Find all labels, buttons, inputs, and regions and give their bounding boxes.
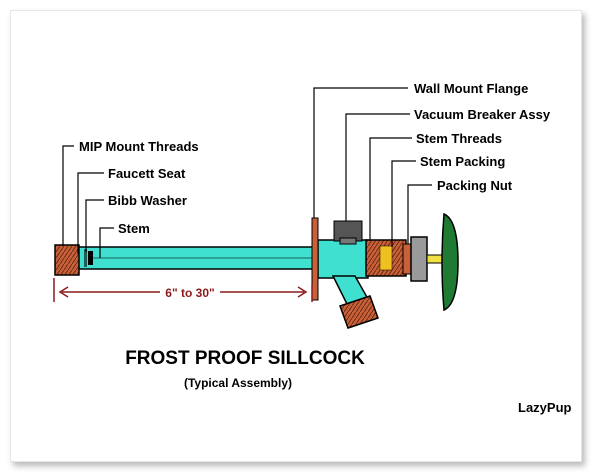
vacuum-breaker bbox=[333, 220, 363, 245]
handle bbox=[441, 212, 459, 312]
diagram-title: FROST PROOF SILLCOCK bbox=[125, 348, 365, 369]
bibb-washer bbox=[88, 251, 93, 265]
credit-label: LazyPup bbox=[518, 400, 572, 415]
label-vacuum-breaker-assy: Vacuum Breaker Assy bbox=[414, 107, 551, 122]
outlet-spout bbox=[331, 275, 379, 329]
diagram-subtitle: (Typical Assembly) bbox=[184, 376, 292, 390]
packing-nut bbox=[410, 236, 428, 282]
mip-threads bbox=[54, 244, 80, 276]
label-bibb-washer: Bibb Washer bbox=[108, 193, 187, 208]
diagram-frame bbox=[10, 10, 582, 462]
label-wall-mount-flange: Wall Mount Flange bbox=[414, 81, 528, 96]
label-packing-nut: Packing Nut bbox=[437, 178, 513, 193]
faucett-seat bbox=[84, 249, 87, 267]
label-faucett-seat: Faucett Seat bbox=[108, 166, 186, 181]
wall-mount-flange bbox=[311, 217, 319, 301]
stem-threads bbox=[365, 239, 407, 277]
label-stem-threads: Stem Threads bbox=[416, 131, 502, 146]
label-stem-packing: Stem Packing bbox=[420, 154, 505, 169]
label-stem: Stem bbox=[118, 221, 150, 236]
dimension-label: 6" to 30" bbox=[165, 286, 214, 300]
leader-lines bbox=[62, 87, 432, 258]
dimension-line bbox=[53, 278, 313, 302]
stem-packing bbox=[402, 243, 412, 275]
pipe-body bbox=[59, 239, 369, 279]
label-mip-mount-threads: MIP Mount Threads bbox=[79, 139, 199, 154]
